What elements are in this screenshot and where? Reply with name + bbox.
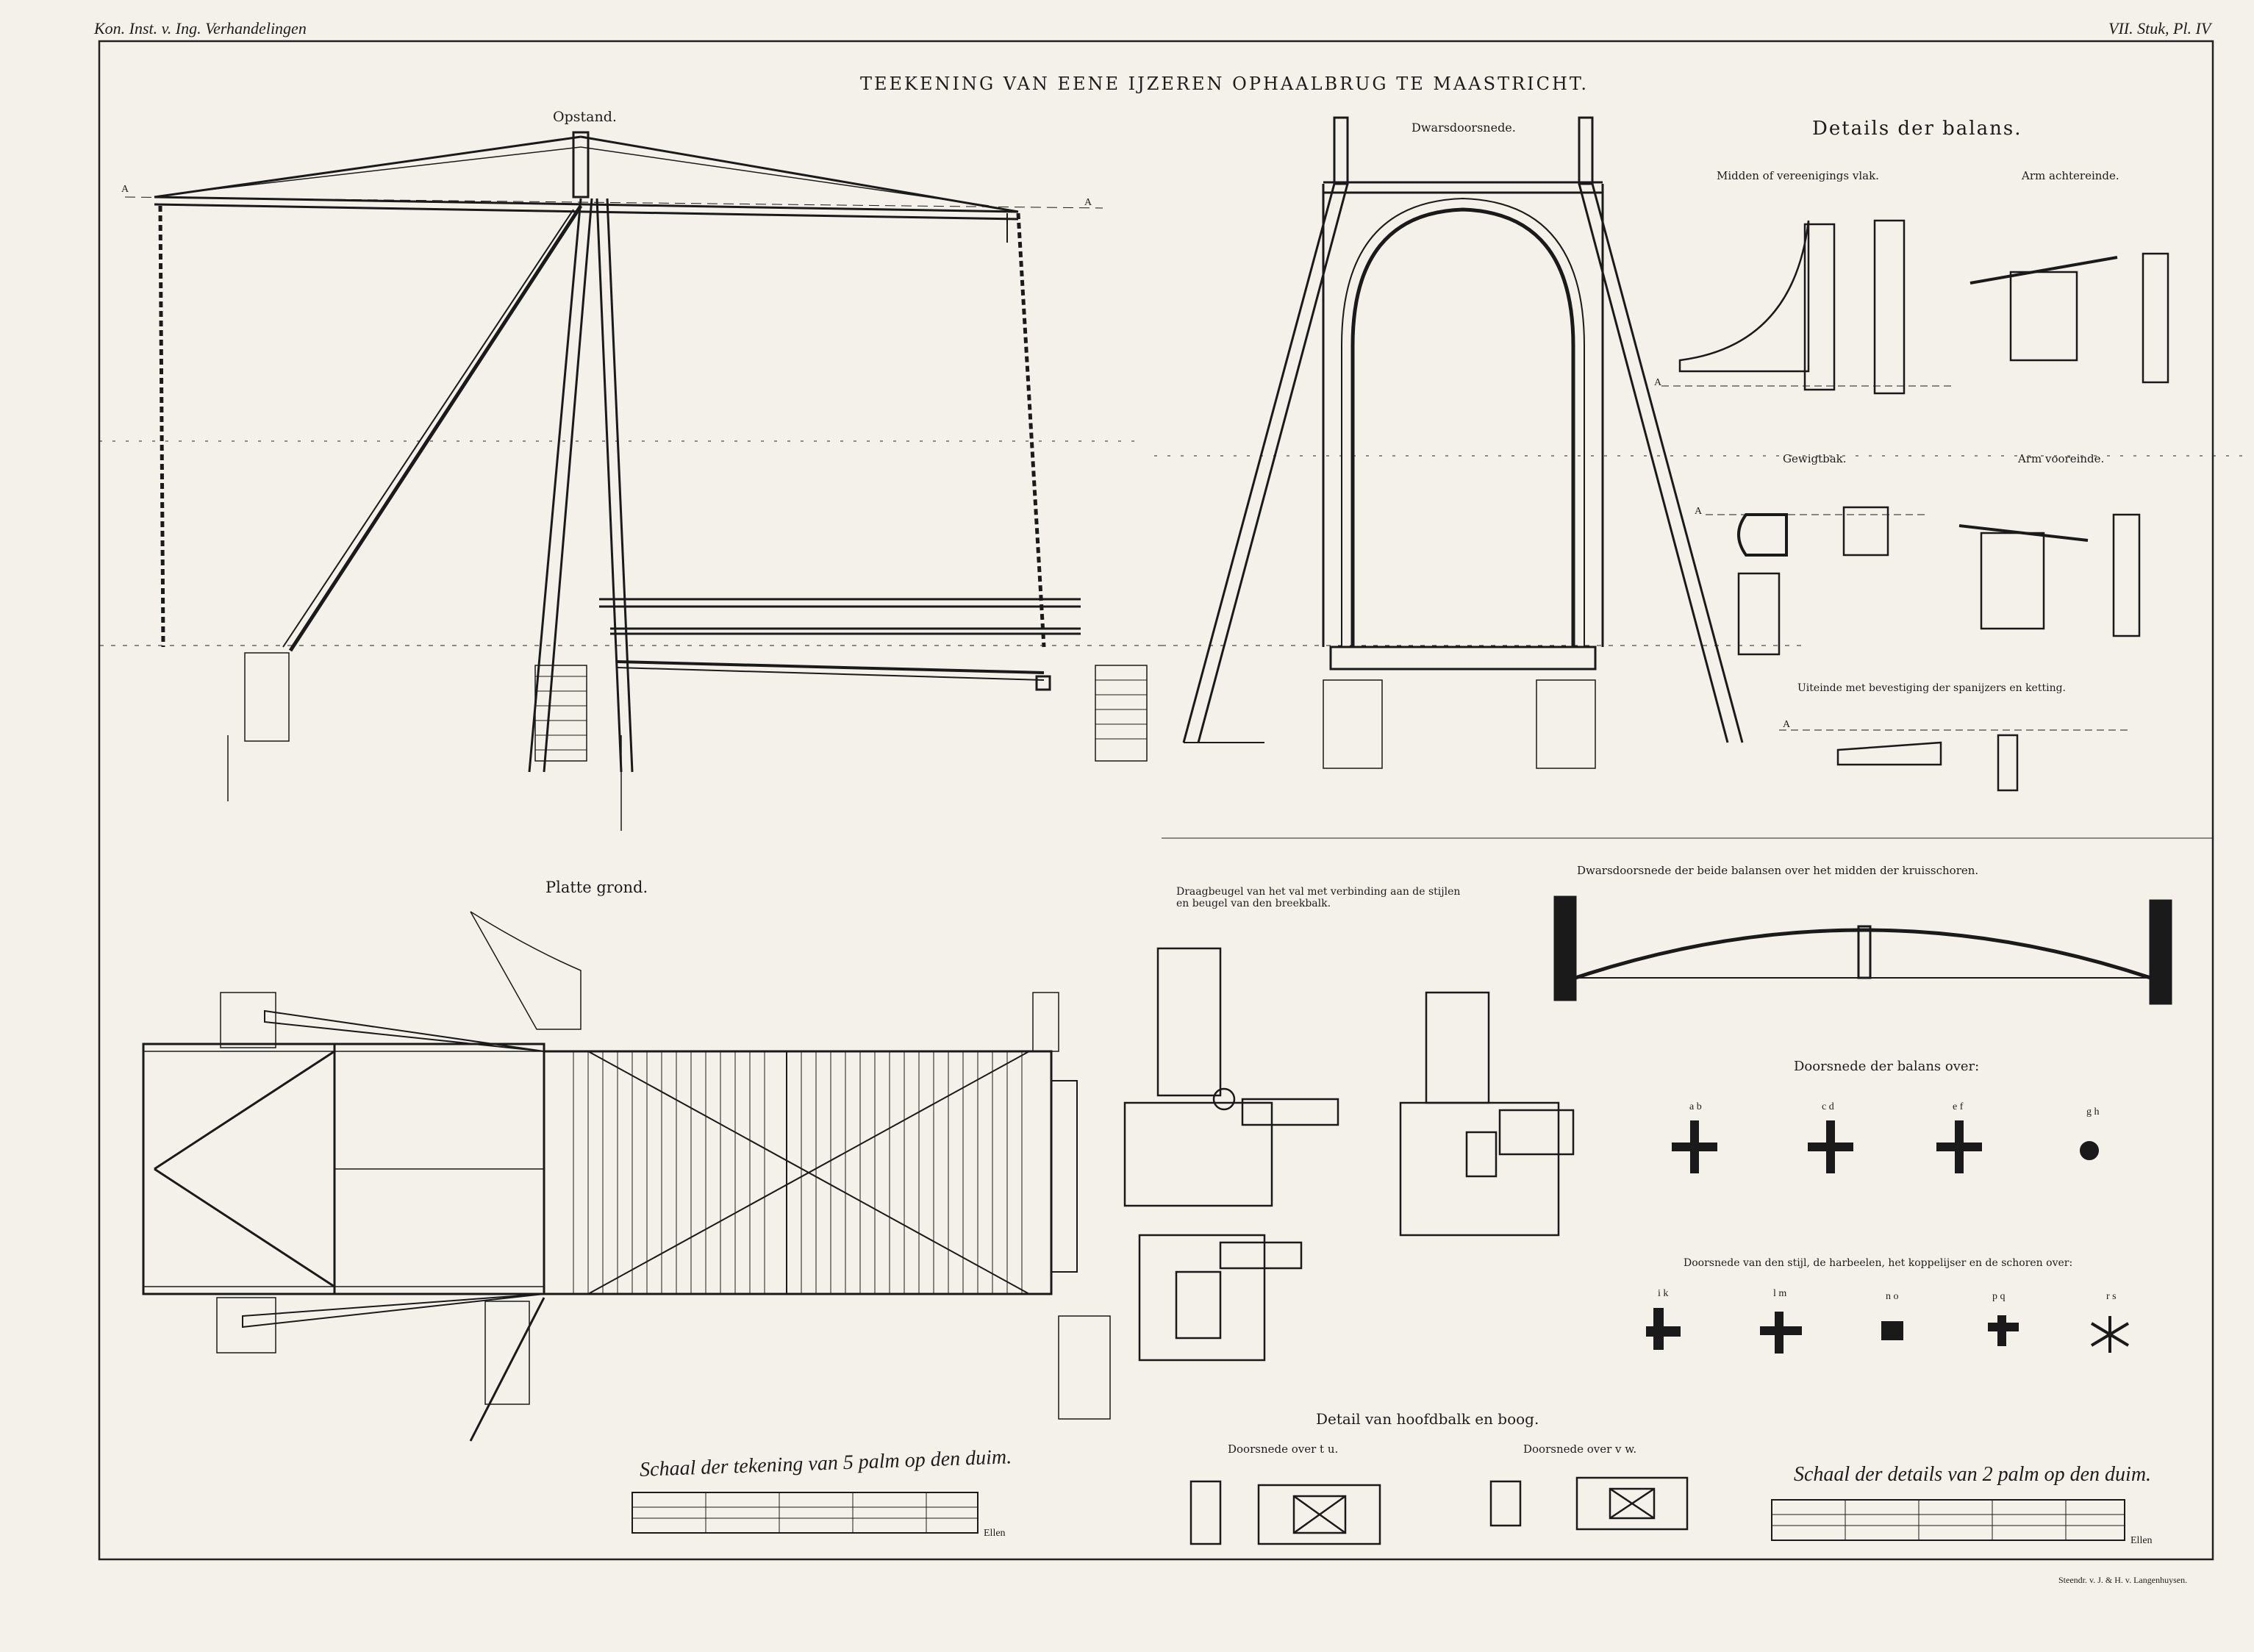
marker-ab: a b [1689, 1101, 1702, 1112]
label-uiteinde: Uiteinde met bevestiging der spanijzers … [1797, 682, 2066, 694]
opstand-axis-a-left: A [121, 184, 129, 195]
label-doorsnede-tu: Doorsnede over t u. [1228, 1442, 1339, 1456]
header-left-note: Kon. Inst. v. Ing. Verhandelingen [94, 19, 307, 37]
scale-tekening-unit: Ellen [984, 1528, 1006, 1539]
scale-details-unit: Ellen [2130, 1535, 2153, 1546]
marker-no: n o [1886, 1291, 1899, 1302]
gewigtbak-axis-a: A [1695, 506, 1703, 517]
scale-details-caption: Schaal der details van 2 palm op den dui… [1794, 1463, 2152, 1486]
label-dwarsdoorsnede: Dwarsdoorsnede. [1412, 121, 1516, 135]
label-midden: Midden of vereenigings vlak. [1717, 169, 1879, 182]
marker-pq: p q [1992, 1291, 2006, 1302]
label-arm-vooreinde: Arm vooreinde. [2018, 452, 2105, 465]
printer-credit: Steendr. v. J. & H. v. Langenhuysen. [2058, 1575, 2188, 1585]
label-doorsnede-balans: Doorsnede der balans over: [1794, 1059, 1980, 1074]
marker-rs: r s [2106, 1291, 2117, 1302]
uiteinde-axis-a: A [1783, 719, 1791, 730]
label-opstand: Opstand. [553, 109, 617, 125]
label-doorsnede-vw: Doorsnede over v w. [1523, 1442, 1637, 1456]
label-arm-achtereinde: Arm achtereinde. [2022, 169, 2119, 182]
header-right-note: VII. Stuk, Pl. IV [2108, 19, 2211, 37]
drawing-title: TEEKENING VAN EENE IJZEREN OPHAALBRUG TE… [860, 74, 1589, 94]
marker-gh: g h [2086, 1106, 2100, 1118]
marker-ef: e f [1953, 1101, 1964, 1112]
marker-cd: c d [1822, 1101, 1834, 1112]
label-gewigtbak: Gewigtbak. [1783, 452, 1847, 465]
marker-ik: i k [1658, 1288, 1669, 1299]
label-draagbeugel: Draagbeugel van het val met verbinding a… [1176, 886, 1461, 909]
marker-lm: l m [1773, 1288, 1787, 1299]
label-detail-hoofdbalk: Detail van hoofdbalk en boog. [1316, 1410, 1539, 1428]
midden-axis-a: A [1654, 377, 1662, 388]
opstand-axis-a-right: A [1084, 197, 1092, 208]
label-details-balans: Details der balans. [1812, 118, 2022, 140]
label-dwarsdoorsnede-balansen: Dwarsdoorsnede der beide balansen over h… [1577, 864, 1979, 877]
label-doorsnede-stijl: Doorsnede van den stijl, de harbeelen, h… [1684, 1257, 2073, 1269]
label-platte-grond: Platte grond. [545, 879, 648, 896]
